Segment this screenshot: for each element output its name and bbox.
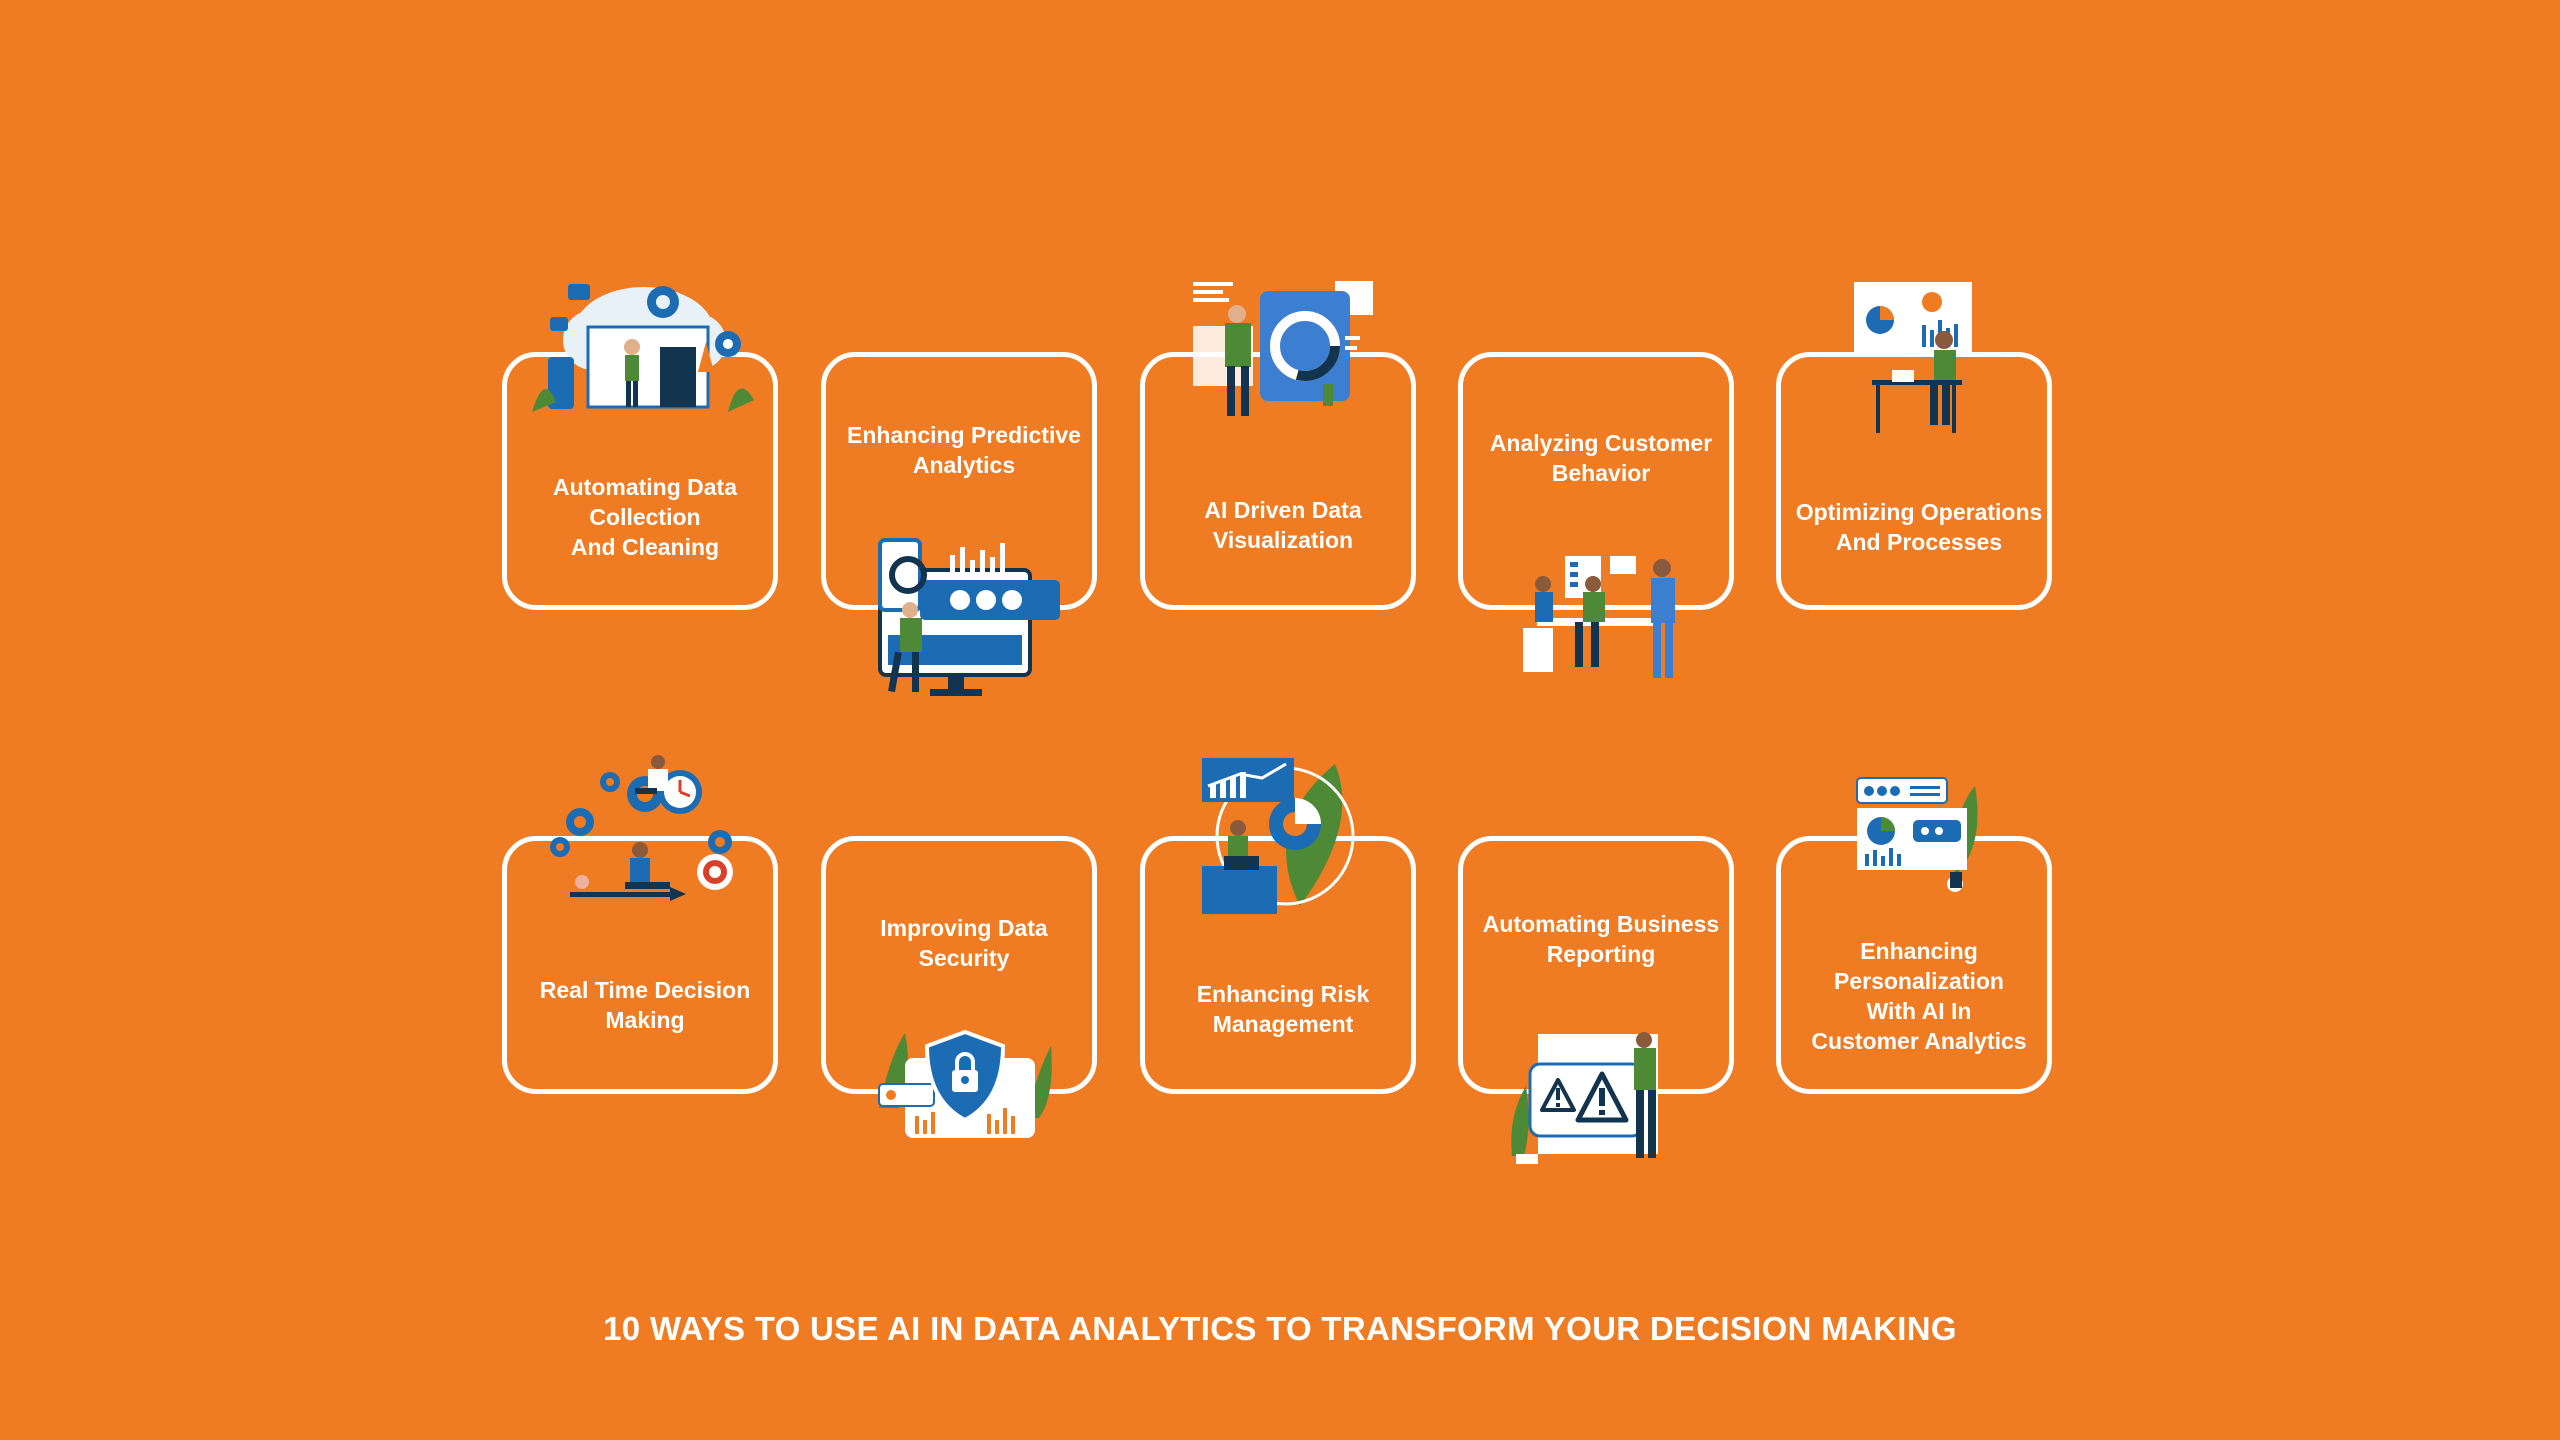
- desk-worker-icon: [1854, 282, 1972, 433]
- personalization-dashboard-icon: [1856, 777, 1978, 892]
- card-automating-data-collection: Automating Data Collection And Cleaning: [502, 352, 778, 610]
- card-label: Analyzing Customer Behavior: [1489, 430, 1713, 486]
- warning-report-icon: [1511, 1032, 1658, 1164]
- growth-chart-icon: [1202, 758, 1355, 914]
- magnifier-dashboard-icon: [878, 538, 1060, 696]
- card-real-time-decision-making: Real Time Decision Making: [502, 836, 778, 1094]
- donut-chart-presenter-icon: [1193, 281, 1373, 416]
- cloud-gears-icon: [532, 284, 754, 412]
- card-label: Optimizing Operations And Processes: [1795, 499, 2043, 555]
- card-label: Automating Business Reporting: [1482, 911, 1720, 967]
- card-label: Real Time Decision Making: [539, 977, 751, 1033]
- gears-clock-target-icon: [550, 755, 733, 901]
- card-enhancing-risk-management: Enhancing Risk Management: [1140, 836, 1416, 1094]
- page-title: 10 WAYS TO USE AI IN DATA ANALYTICS TO T…: [603, 1310, 1957, 1347]
- card-label: Enhancing Personalization With AI In Cus…: [1811, 938, 2027, 1054]
- card-enhancing-personalization: Enhancing Personalization With AI In Cus…: [1776, 836, 2052, 1094]
- card-optimizing-operations: Optimizing Operations And Processes: [1776, 352, 2052, 610]
- card-label: Enhancing Predictive Analytics: [847, 422, 1081, 478]
- security-shield-icon: [878, 1029, 1052, 1138]
- card-label: Improving Data Security: [880, 915, 1048, 971]
- card-automating-business-reporting: Automating Business Reporting: [1458, 836, 1734, 1094]
- card-label: Enhancing Risk Management: [1196, 981, 1370, 1037]
- card-label: Automating Data Collection And Cleaning: [553, 474, 737, 560]
- card-enhancing-predictive-analytics: Enhancing Predictive Analytics: [821, 352, 1097, 610]
- team-meeting-icon: [1523, 556, 1675, 678]
- card-label: AI Driven Data Visualization: [1204, 497, 1362, 553]
